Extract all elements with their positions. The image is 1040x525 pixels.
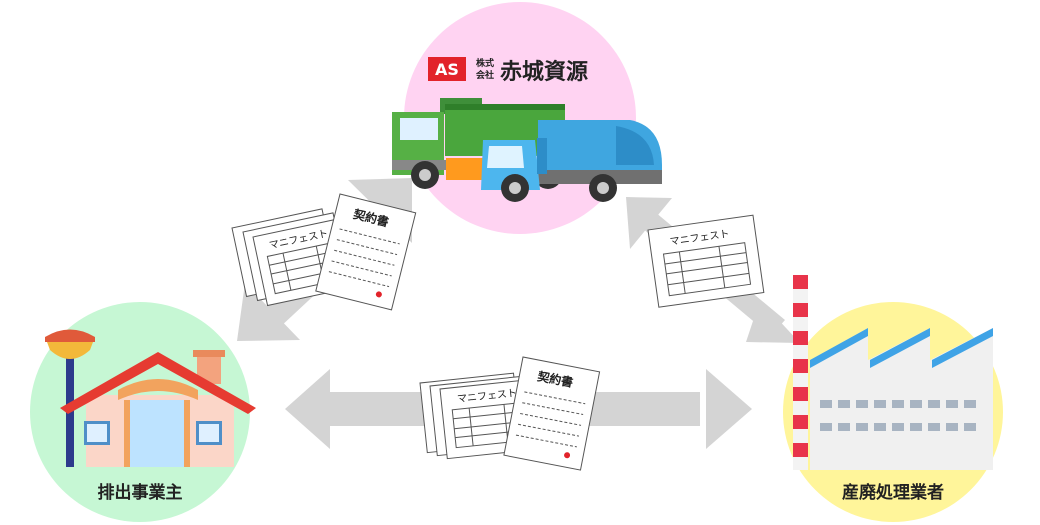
company-name: 赤城資源: [500, 59, 588, 85]
logo-letters: AS: [435, 60, 459, 79]
contract-title: 契約書: [535, 368, 574, 390]
factory-window: [928, 423, 940, 431]
factory-window: [820, 400, 832, 408]
processor-label: 産廃処理業者: [842, 482, 944, 503]
factory-window: [874, 423, 886, 431]
house-icon: [45, 329, 256, 467]
garbage-truck-icon: [392, 98, 662, 202]
factory-window: [856, 423, 868, 431]
factory-window: [910, 400, 922, 408]
contract-card-upper-left: 契約書: [315, 193, 417, 311]
factory-window: [964, 423, 976, 431]
factory-window: [928, 400, 940, 408]
factory-window: [820, 423, 832, 431]
emitter-label: 排出事業主: [98, 482, 183, 503]
company-kabushiki-bottom: 会社: [476, 69, 494, 81]
factory-window: [838, 423, 850, 431]
factory-icon: [793, 275, 993, 470]
factory-window: [892, 423, 904, 431]
contract-card-center: 契約書: [503, 356, 601, 471]
factory-window: [892, 400, 904, 408]
factory-window: [838, 400, 850, 408]
factory-window: [874, 400, 886, 408]
manifest-card-right: マニフェスト: [647, 214, 765, 308]
document-stack-center: マニフェスト 契約書: [419, 356, 601, 471]
company-kabushiki-top: 株式: [476, 57, 494, 69]
factory-window: [946, 400, 958, 408]
factory-window: [910, 423, 922, 431]
factory-window: [856, 400, 868, 408]
logo-mark: [428, 57, 466, 81]
document-stack-upper-left: マニフェスト 契約書: [231, 193, 417, 311]
factory-window: [946, 423, 958, 431]
company-logo: AS 株式 会社 赤城資源: [428, 57, 588, 85]
factory-window: [964, 400, 976, 408]
